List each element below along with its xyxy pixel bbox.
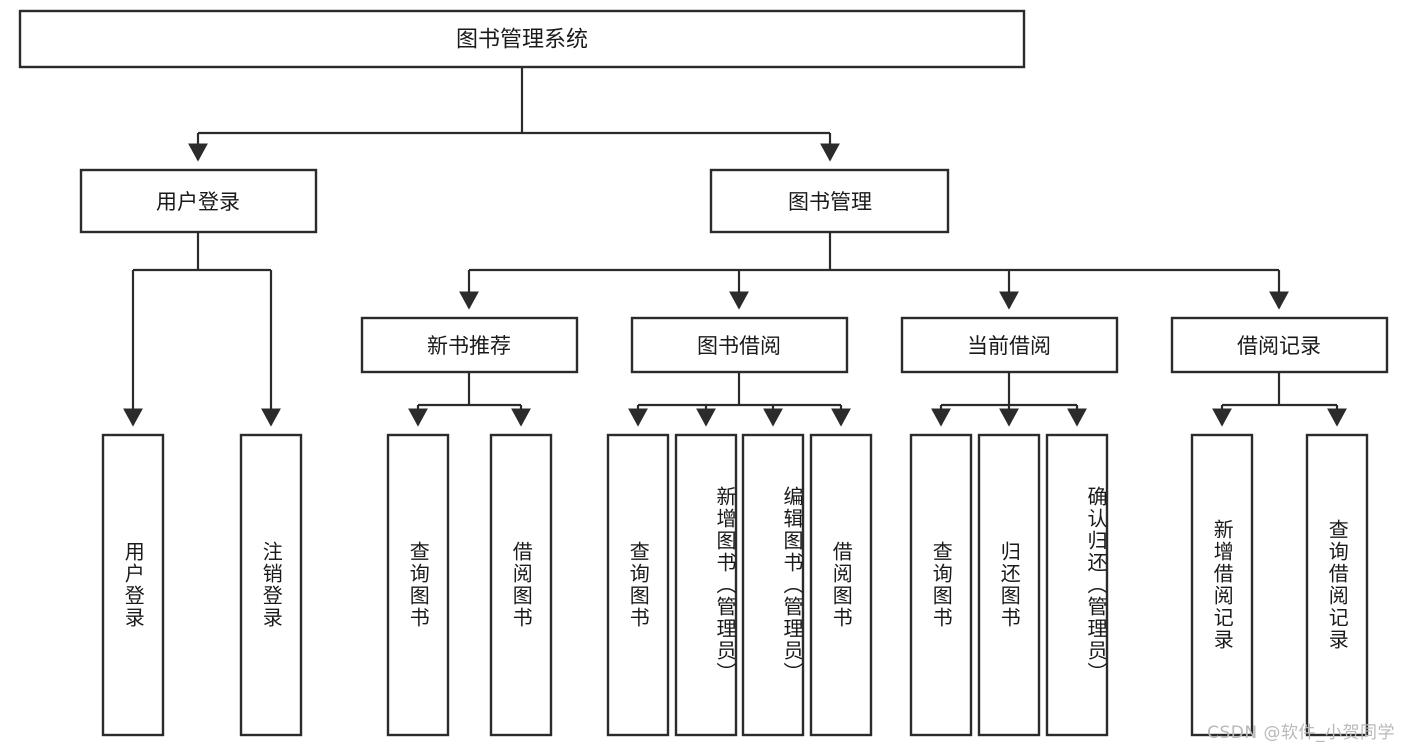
leaf-node-group (101, 433, 1369, 737)
node-new-book-recommend-label: 新书推荐 (427, 334, 511, 358)
node-current-borrow-label: 当前借阅 (967, 334, 1051, 358)
node-borrow-record-label: 借阅记录 (1237, 334, 1321, 358)
node-current-borrow[interactable]: 当前借阅 (900, 316, 1119, 374)
leaf-query-book-2-box[interactable] (606, 433, 670, 737)
leaf-add-book-box[interactable] (674, 433, 738, 737)
node-user-login-label: 用户登录 (156, 190, 240, 214)
node-user-login[interactable]: 用户登录 (79, 168, 318, 234)
leaf-borrow-book-1-box[interactable] (489, 433, 553, 737)
csdn-watermark: CSDN @软件_小贺同学 (1207, 723, 1395, 743)
node-borrow-record[interactable]: 借阅记录 (1170, 316, 1389, 374)
connector-group (123, 67, 1347, 427)
leaf-edit-book-box[interactable] (741, 433, 805, 737)
node-borrow-record-box[interactable] (1170, 316, 1389, 374)
node-root-label: 图书管理系统 (456, 28, 588, 53)
leaf-user-login-box[interactable] (101, 433, 165, 737)
node-book-manage[interactable]: 图书管理 (709, 168, 950, 234)
node-book-borrow-box[interactable] (630, 316, 849, 374)
node-current-borrow-box[interactable] (900, 316, 1119, 374)
node-book-manage-label: 图书管理 (788, 190, 872, 214)
leaf-query-book-3-box[interactable] (909, 433, 973, 737)
node-book-borrow-label: 图书借阅 (697, 334, 781, 358)
leaf-confirm-return-box[interactable] (1045, 433, 1109, 737)
node-new-book-recommend[interactable]: 新书推荐 (360, 316, 579, 374)
node-book-borrow[interactable]: 图书借阅 (630, 316, 849, 374)
leaf-borrow-book-2-box[interactable] (809, 433, 873, 737)
leaf-add-record-box[interactable] (1190, 433, 1254, 737)
node-new-book-recommend-box[interactable] (360, 316, 579, 374)
node-root[interactable]: 图书管理系统 (18, 9, 1026, 69)
node-root-box[interactable] (18, 9, 1026, 69)
node-book-manage-box[interactable] (709, 168, 950, 234)
leaf-return-book-box[interactable] (977, 433, 1041, 737)
node-user-login-box[interactable] (79, 168, 318, 234)
leaf-query-book-1-box[interactable] (386, 433, 450, 737)
leaf-logout-login-box[interactable] (239, 433, 303, 737)
leaf-query-record-box[interactable] (1305, 433, 1369, 737)
